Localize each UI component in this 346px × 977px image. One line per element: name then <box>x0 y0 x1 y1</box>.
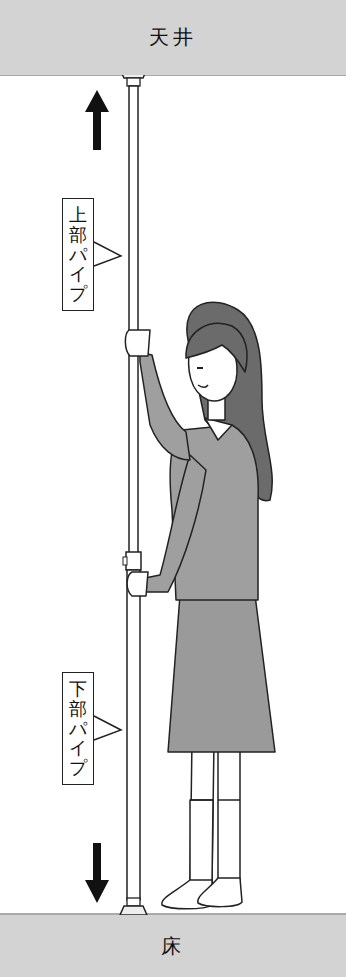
callout-box: 上部パイプ <box>62 198 94 311</box>
bottom-cap <box>120 906 147 915</box>
ceiling-band: 天井 <box>0 0 346 75</box>
lower-pipe <box>127 570 140 900</box>
callout-pointer <box>94 242 121 266</box>
band-label: 天井 <box>149 24 197 51</box>
part-label: 下部パイプ <box>69 679 87 778</box>
up-arrow <box>85 90 109 150</box>
band-label: 床 <box>161 933 185 960</box>
floor-band: 床 <box>0 915 346 977</box>
woman-figure <box>125 302 275 909</box>
part-label: 上部パイプ <box>69 205 87 304</box>
down-arrow <box>85 843 109 903</box>
callout-box: 下部パイプ <box>62 672 94 785</box>
callout-pointer <box>94 716 121 740</box>
upper-pipe <box>129 86 138 556</box>
pipe-joint <box>126 552 141 570</box>
